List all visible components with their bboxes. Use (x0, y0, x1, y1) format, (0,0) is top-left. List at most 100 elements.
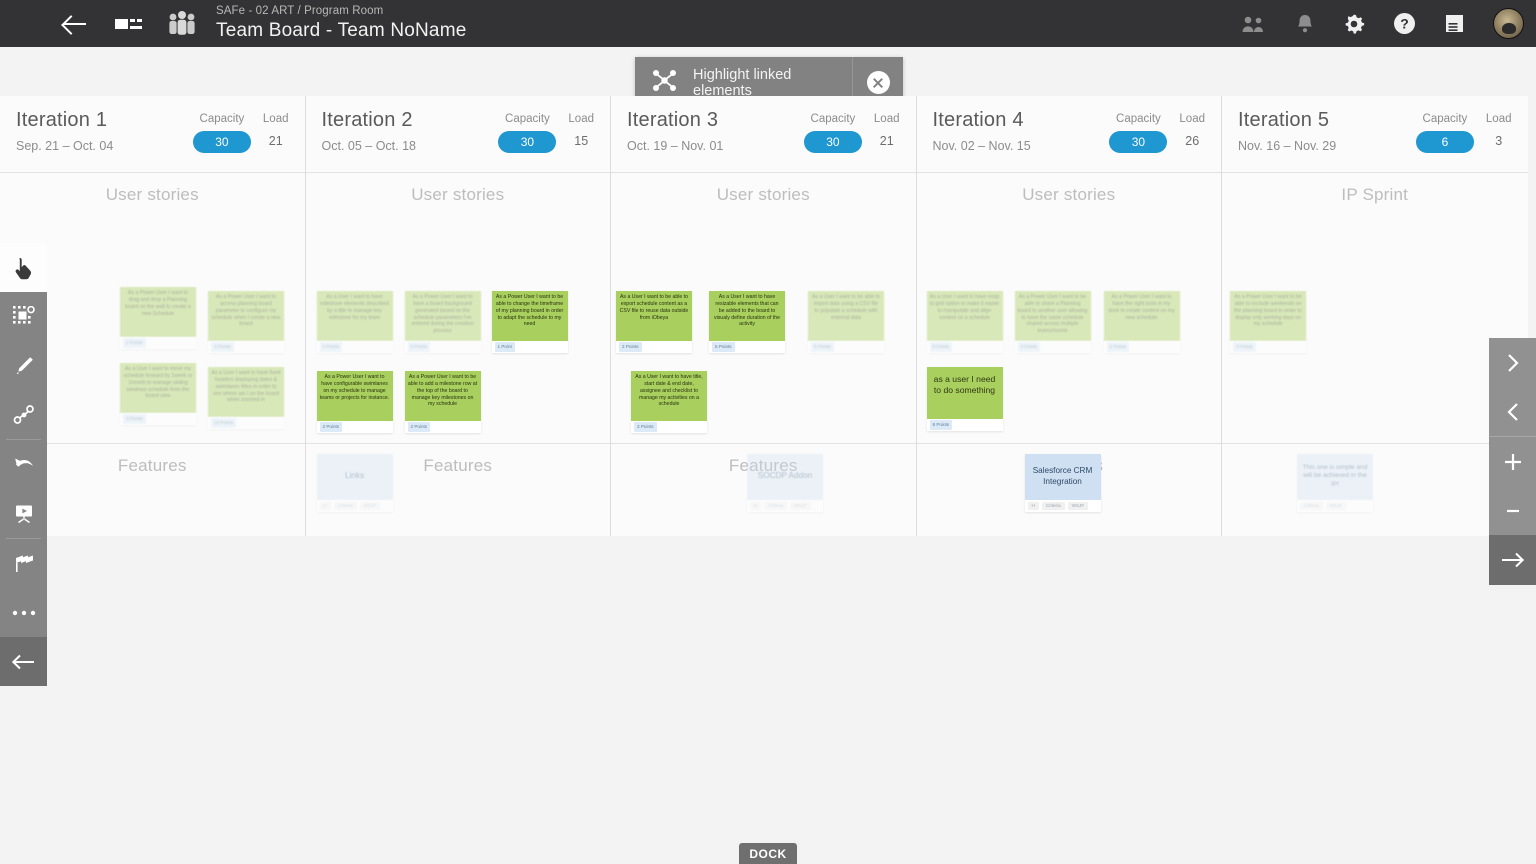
features-zone-5[interactable]: This one is simple and will be achieved … (1222, 443, 1528, 533)
features-zone-4[interactable]: Features Salesforce CRM Integration H Cr… (916, 443, 1221, 533)
zoom-in-button[interactable] (1489, 437, 1536, 486)
bell-icon[interactable] (1295, 13, 1315, 35)
story-card[interactable]: As a User I want to have snap to grid op… (926, 291, 1003, 353)
left-toolbar (0, 243, 47, 686)
story-card[interactable]: As a Power User I want to drag and drop … (120, 287, 196, 349)
capacity-badge[interactable]: 30 (803, 131, 862, 153)
story-points: 1 Point (494, 342, 515, 352)
capacity-label: Capacity (199, 113, 245, 125)
load-label: Load (873, 113, 900, 125)
features-zone-2[interactable]: Features Links H Criteria WSJF (305, 443, 610, 533)
story-points: 2 Points (319, 342, 343, 352)
pen-icon (16, 356, 33, 374)
features-zone-1[interactable]: Features (0, 443, 305, 533)
flags-tool-button[interactable] (0, 539, 47, 588)
back-arrow-icon[interactable] (61, 12, 89, 36)
highlight-toggle[interactable]: Highlight linked elements (635, 67, 852, 99)
undo-tool-button[interactable] (0, 440, 47, 489)
collapse-right-toolbar-button[interactable] (1489, 535, 1536, 585)
svg-text:?: ? (1400, 16, 1409, 32)
more-tool-button[interactable] (0, 588, 47, 637)
story-card[interactable]: As a User I want to be able to import da… (808, 291, 884, 353)
story-card[interactable]: As a Power User I want to be able to sha… (1014, 291, 1091, 353)
avatar[interactable] (1493, 8, 1524, 39)
previous-page-button[interactable] (1489, 387, 1536, 436)
flags-icon (15, 555, 33, 572)
toolbar-divider (6, 538, 41, 539)
breadcrumb: SAFe - 02 ART / Program Room (216, 5, 384, 18)
story-card[interactable]: As a User I want to move my schedule for… (120, 363, 196, 425)
user-stories-zone-2[interactable]: User stories As a User I want to have mi… (306, 173, 611, 443)
capacity-badge[interactable]: 30 (192, 131, 251, 153)
iteration-header-4: Iteration 4 Nov. 02 – Nov. 15 Capacity 3… (916, 96, 1221, 173)
story-points: 3 Points (634, 422, 657, 432)
iteration-column-5[interactable]: Iteration 5 Nov. 16 – Nov. 29 Capacity 6… (1222, 96, 1528, 536)
capacity-badge[interactable]: 30 (1109, 131, 1168, 153)
load-value: 21 (268, 134, 283, 148)
story-points: 2 Points (1106, 342, 1130, 352)
story-card[interactable]: As a User I want to have milestone eleme… (316, 291, 393, 353)
close-highlight-button[interactable] (852, 57, 903, 108)
select-tool-button[interactable] (0, 292, 47, 341)
feature-chip: Criteria (1041, 501, 1065, 511)
story-card[interactable]: As a Power User I want to access plannin… (208, 291, 284, 353)
story-card-focused[interactable]: as a user I need to do something 8 Point… (926, 367, 1003, 431)
iteration-dates: Nov. 16 – Nov. 29 (1238, 139, 1337, 153)
marquee-select-icon (12, 305, 35, 324)
hamburger-icon[interactable] (13, 15, 37, 32)
people-icon[interactable] (1241, 14, 1267, 34)
iteration-header-1: Iteration 1 Sep. 21 – Oct. 04 Capacity 3… (0, 96, 305, 173)
iteration-column-2[interactable]: Iteration 2 Oct. 05 – Oct. 18 Capacity 3… (305, 96, 611, 536)
capacity-metric: Capacity 30 (498, 113, 557, 153)
user-stories-zone-4[interactable]: User stories As a User I want to have sn… (917, 173, 1222, 443)
load-value: 15 (574, 134, 589, 148)
iteration-name: Iteration 4 (932, 109, 1024, 131)
feature-chip: H (1027, 501, 1039, 511)
features-zone-3[interactable]: Features SOCDP Addon H Criteria WSJF (611, 443, 916, 533)
capacity-badge[interactable]: 6 (1415, 131, 1474, 153)
story-card[interactable]: As a Power User I want to be able to exc… (1230, 291, 1306, 353)
undo-icon (14, 458, 33, 467)
load-metric: Load 21 (263, 113, 289, 148)
story-card[interactable]: As a User I want to have fixed headers d… (208, 367, 284, 429)
next-page-button[interactable] (1489, 338, 1536, 387)
present-tool-button[interactable] (0, 489, 47, 538)
story-card[interactable]: As a Power User I want to be able to cha… (491, 291, 568, 353)
load-label: Load (262, 113, 289, 125)
story-card[interactable]: As a User I want to be able to export sc… (616, 291, 692, 353)
story-card[interactable]: As a User I want to have resizable eleme… (709, 291, 785, 353)
gear-icon[interactable] (1343, 13, 1365, 35)
ip-sprint-zone[interactable]: IP Sprint As a Power User I want to be a… (1222, 173, 1528, 443)
feature-card[interactable]: SOCDP Addon H Criteria WSJF (747, 454, 823, 512)
notes-icon[interactable] (1444, 13, 1465, 34)
page-title: Team Board - Team NoName (216, 19, 467, 41)
iteration-column-3[interactable]: Iteration 3 Oct. 19 – Nov. 01 Capacity 3… (611, 96, 917, 536)
slides-icon[interactable] (115, 15, 143, 33)
user-stories-zone-3[interactable]: User stories As a User I want to be able… (611, 173, 916, 443)
story-card[interactable]: As a Power User I want to be able to add… (404, 371, 481, 433)
capacity-metric: Capacity 30 (192, 113, 251, 153)
feature-card-highlighted[interactable]: Salesforce CRM Integration H Criteria WS… (1024, 454, 1101, 512)
link-tool-button[interactable] (0, 390, 47, 439)
iteration-column-4[interactable]: Iteration 4 Nov. 02 – Nov. 15 Capacity 3… (916, 96, 1222, 536)
team-icon[interactable] (165, 10, 199, 38)
story-card[interactable]: As a Power User I want to have the right… (1103, 291, 1180, 353)
hand-tool-button[interactable] (0, 243, 47, 292)
feature-card[interactable]: Links H Criteria WSJF (316, 454, 393, 512)
capacity-label: Capacity (1422, 113, 1468, 125)
dock-button[interactable]: DOCK (739, 843, 797, 864)
iteration-dates: Oct. 05 – Oct. 18 (321, 139, 417, 153)
capacity-badge[interactable]: 30 (498, 131, 557, 153)
collapse-left-toolbar-button[interactable] (0, 637, 47, 686)
story-card[interactable]: As a Power User I want to have a board b… (404, 291, 481, 353)
story-points: 8 Points (929, 420, 953, 430)
story-card[interactable]: As a Power User I want to have configura… (316, 371, 393, 433)
iteration-dates: Oct. 19 – Nov. 01 (627, 139, 724, 153)
feature-card[interactable]: This one is simple and will be achieved … (1297, 454, 1373, 512)
zoom-out-button[interactable] (1489, 486, 1536, 535)
story-card[interactable]: As a User I want to have title, start da… (631, 371, 707, 433)
pen-tool-button[interactable] (0, 341, 47, 390)
help-icon[interactable]: ? (1393, 12, 1416, 35)
zone-title: User stories (716, 185, 810, 204)
board-canvas[interactable]: Iteration 1 Sep. 21 – Oct. 04 Capacity 3… (0, 96, 1536, 822)
